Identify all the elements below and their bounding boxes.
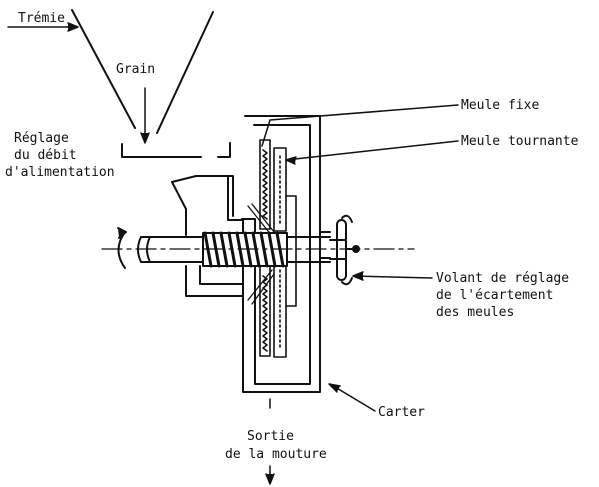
label-sortie-line2: de la mouture <box>225 447 327 462</box>
label-meule-fixe: Meule fixe <box>461 98 540 113</box>
label-reglage-line3: d'alimentation <box>5 165 115 180</box>
label-volant-line1: Volant de réglage <box>436 271 570 286</box>
label-volant-line3: des meules <box>436 305 515 320</box>
label-grain: Grain <box>116 62 156 77</box>
rotation-arrow-icon <box>117 227 127 269</box>
label-reglage-line1: Réglage <box>14 131 69 146</box>
hopper <box>71 9 214 134</box>
label-reglage-line2: du débit <box>14 148 77 163</box>
leader-lines <box>7 22 459 485</box>
feed-regulator <box>121 142 231 158</box>
label-carter: Carter <box>378 405 425 420</box>
label-tremie: Trémie <box>18 11 65 26</box>
label-volant-line2: de l'écartement <box>436 288 554 303</box>
label-meule-tournante: Meule tournante <box>461 134 579 149</box>
adjustment-handwheel <box>336 214 360 286</box>
label-sortie-line1: Sortie <box>247 429 294 444</box>
feed-chute <box>171 175 234 236</box>
grinding-zone <box>247 203 275 305</box>
